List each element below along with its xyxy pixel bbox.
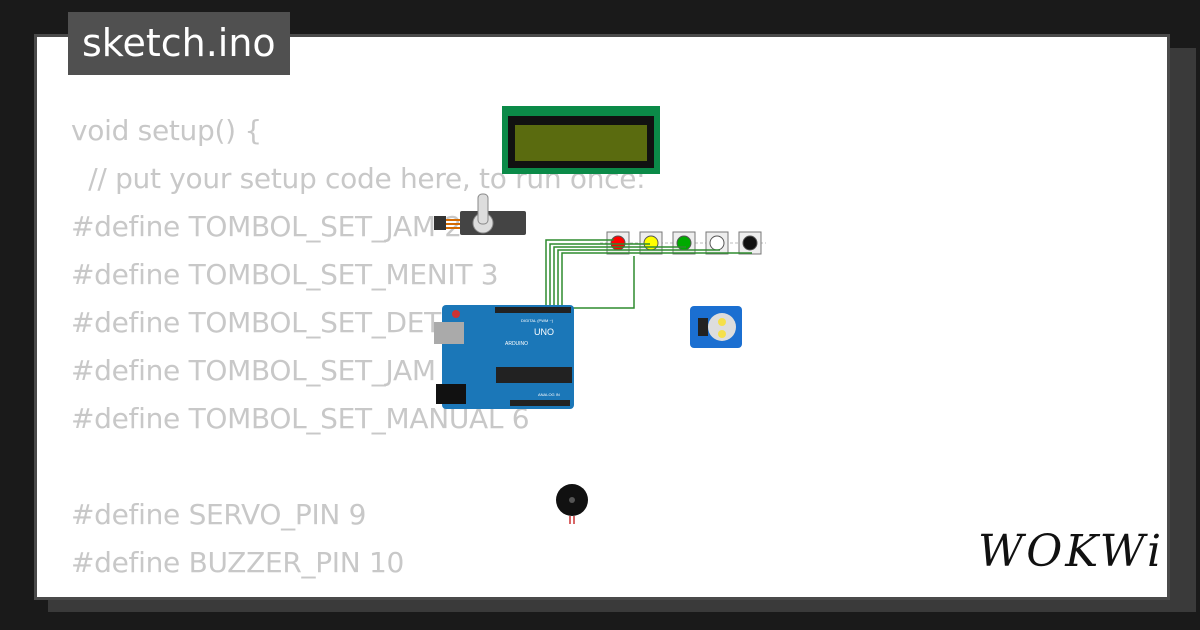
rtc-crystal-1 (718, 318, 726, 326)
servo-connector (434, 216, 446, 230)
wire-1 (545, 239, 614, 305)
analog-label: ANALOG IN (538, 392, 560, 397)
rtc-chip (698, 318, 708, 336)
power-jack (436, 384, 466, 404)
pushbutton-cap-3[interactable] (709, 235, 725, 251)
rtc-crystal-2 (718, 330, 726, 338)
buzzer[interactable] (556, 484, 588, 524)
wire-2 (549, 243, 650, 305)
pushbutton-cap-1[interactable] (643, 235, 659, 251)
file-title-tab: sketch.ino (68, 12, 290, 75)
reset-button (452, 310, 460, 318)
lcd-display[interactable] (502, 106, 660, 174)
wires (545, 239, 752, 309)
arduino-uno-board[interactable]: UNO ARDUINO DIGITAL (PWM ~) ANALOG IN (434, 305, 574, 409)
wokwi-logo: WOKWi (978, 526, 1165, 577)
analog-header (510, 400, 570, 406)
pushbutton-cap-2[interactable] (676, 235, 692, 251)
wire-5 (561, 252, 752, 305)
code-line: #define TOMBOL_SET_JAM 2 (71, 210, 462, 243)
code-line: cid la rii 1 (71, 587, 645, 597)
code-line: #define BUZZER_PIN 10 (71, 546, 405, 579)
wire-3 (553, 246, 686, 305)
buzzer-leads (569, 516, 575, 524)
code-line: #define TOMBOL_SET_MENIT 3 (71, 258, 499, 291)
pushbutton-cap-4[interactable] (742, 235, 758, 251)
pushbutton-cap-0[interactable] (610, 235, 626, 251)
atmega-chip (496, 367, 572, 383)
arduino-brand-label: ARDUINO (505, 341, 528, 347)
servo-motor[interactable] (434, 193, 526, 235)
buzzer-hole (569, 497, 575, 503)
code-line: #define TOMBOL_SET_DETIK 4 (71, 306, 494, 339)
rtc-battery (708, 313, 736, 341)
usb-port (434, 322, 464, 344)
wire-6 (565, 256, 635, 309)
arduino-uno-label: UNO (534, 327, 554, 337)
code-line: void setup() { (71, 114, 262, 147)
rtc-module[interactable] (690, 306, 742, 348)
code-line: #define SERVO_PIN 9 (71, 498, 367, 531)
servo-horn (477, 193, 489, 225)
digital-header (495, 307, 571, 313)
digital-label: DIGITAL (PWM ~) (521, 318, 554, 323)
lcd-screen (515, 125, 647, 161)
wire-4 (557, 249, 720, 305)
